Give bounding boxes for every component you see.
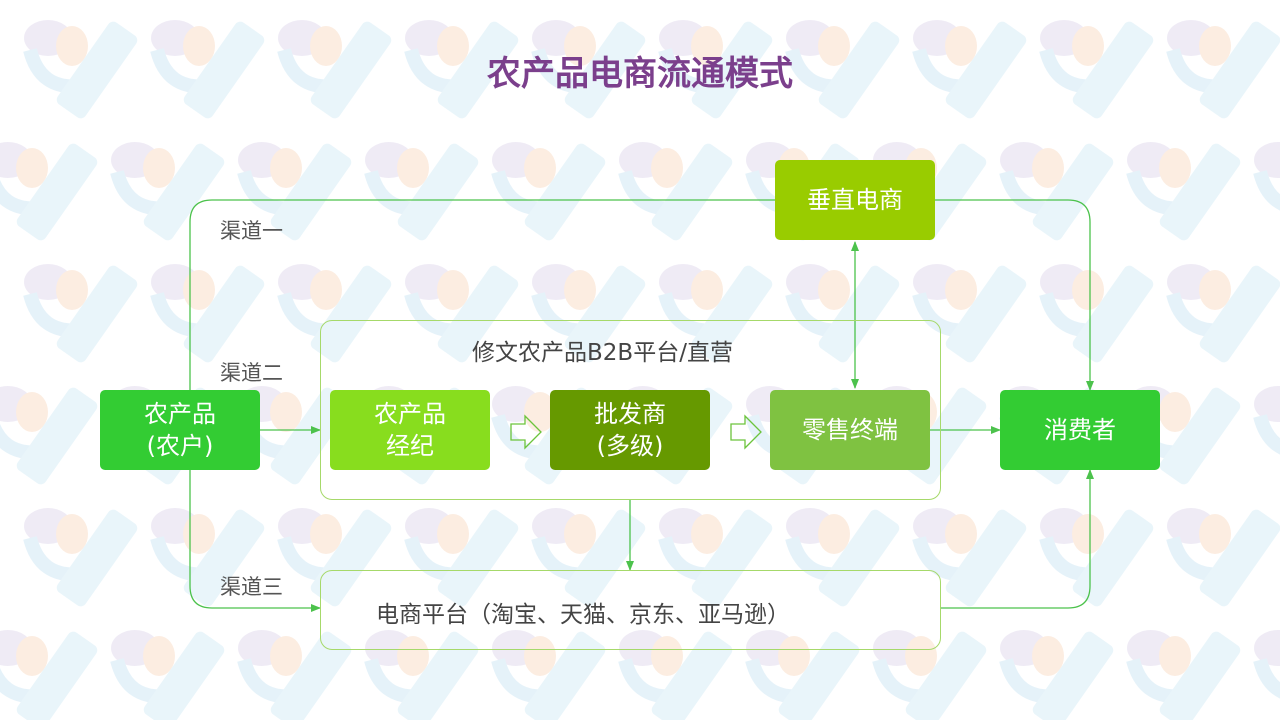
channel-one-label: 渠道一	[220, 219, 283, 243]
wholesaler-node-line2: (多级)	[596, 432, 664, 460]
vertical-ecommerce-label: 垂直电商	[807, 186, 903, 214]
b2b-platform-title: 修文农产品B2B平台/直营	[472, 340, 733, 366]
channel-two-label: 渠道二	[220, 361, 283, 385]
watermark-logo	[912, 508, 1027, 607]
watermark-logo	[1039, 508, 1154, 607]
watermark-logo	[110, 142, 225, 241]
farmer-node-line2: (农户)	[146, 432, 214, 460]
broker-node-line2: 经纪	[386, 432, 434, 460]
broker-node-line1: 农产品	[374, 400, 446, 428]
watermark-logo	[658, 20, 773, 119]
wholesaler-node: 批发商 (多级)	[550, 390, 710, 470]
watermark-logo	[785, 20, 900, 119]
watermark-logo	[531, 264, 646, 363]
watermark-logo	[0, 386, 98, 485]
watermark-logo	[0, 630, 98, 720]
watermark-logo	[1253, 142, 1280, 211]
hollow-arrow-1	[510, 414, 542, 450]
page-title: 农产品电商流通模式	[487, 54, 793, 94]
watermark-logo	[491, 142, 606, 241]
watermark-logo	[0, 142, 98, 241]
watermark-logo	[23, 508, 138, 607]
watermark-logo	[745, 630, 860, 720]
consumer-node-label: 消费者	[1044, 416, 1116, 444]
ecommerce-platform-frame	[320, 570, 941, 650]
vertical-ecommerce-node: 垂直电商	[775, 160, 935, 240]
channel-one-line-start	[189, 199, 775, 390]
channel-three-line-end	[940, 469, 1094, 609]
watermark-logo	[23, 264, 138, 363]
watermark-logo	[277, 508, 392, 607]
watermark-logo	[999, 630, 1114, 720]
watermark-logo	[364, 142, 479, 241]
watermark-logo	[1166, 20, 1280, 119]
watermark-logo	[1039, 20, 1154, 119]
watermark-logo	[1126, 142, 1241, 241]
b2b-platform-frame	[320, 320, 941, 500]
retail-node: 零售终端	[770, 390, 930, 470]
farmer-node-line1: 农产品	[144, 400, 216, 428]
farmer-node: 农产品 (农户)	[100, 390, 260, 470]
consumer-node: 消费者	[1000, 390, 1160, 470]
watermark-logo	[658, 264, 773, 363]
watermark-logo	[23, 20, 138, 119]
watermark-logo	[785, 508, 900, 607]
watermark-logo	[491, 630, 606, 720]
watermark-logo	[150, 20, 265, 119]
watermark-logo	[150, 508, 265, 607]
watermark-logo	[531, 508, 646, 607]
watermark-logo	[364, 630, 479, 720]
retail-node-label: 零售终端	[802, 416, 898, 444]
watermark-logo	[618, 142, 733, 241]
watermark-logo	[1166, 508, 1280, 607]
watermark-logo	[658, 508, 773, 607]
watermark-logo	[912, 264, 1027, 363]
channel-three-line-start	[189, 470, 321, 612]
watermark-logo	[237, 142, 352, 241]
watermark-logo	[404, 20, 519, 119]
watermark-logo	[872, 630, 987, 720]
watermark-logo	[999, 142, 1114, 241]
ecommerce-platform-label: 电商平台（淘宝、天猫、京东、亚马逊）	[376, 602, 790, 628]
watermark-logo	[1253, 630, 1280, 699]
watermark-logo	[1166, 264, 1280, 363]
watermark-logo	[404, 508, 519, 607]
watermark-logo	[531, 20, 646, 119]
watermark-logo	[277, 20, 392, 119]
watermark-logo	[785, 264, 900, 363]
broker-node: 农产品 经纪	[330, 390, 490, 470]
watermark-logo	[150, 264, 265, 363]
wholesaler-node-line1: 批发商	[594, 400, 666, 428]
watermark-logo	[1039, 264, 1154, 363]
watermark-logo	[110, 630, 225, 720]
watermark-logo	[404, 264, 519, 363]
channel-three-label: 渠道三	[220, 575, 283, 599]
watermark-logo	[1126, 630, 1241, 720]
watermark-logo	[618, 630, 733, 720]
channel-one-line-end	[935, 199, 1094, 391]
watermark-logo	[237, 630, 352, 720]
watermark-logo	[1253, 386, 1280, 455]
watermark-logo	[912, 20, 1027, 119]
hollow-arrow-2	[730, 414, 762, 450]
